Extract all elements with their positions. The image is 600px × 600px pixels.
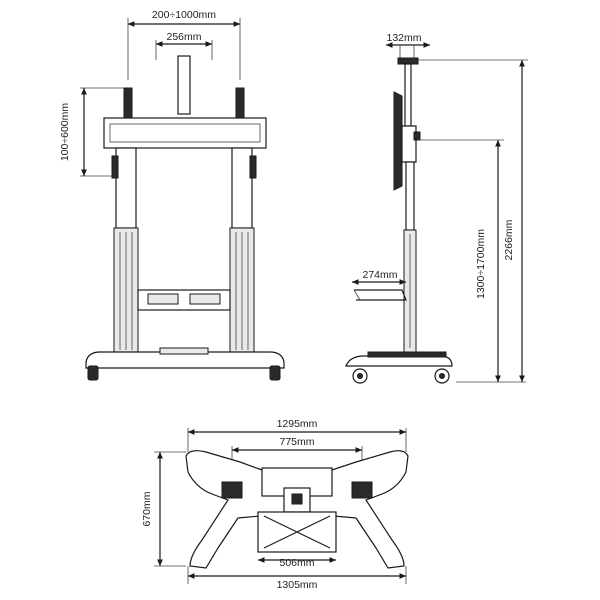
front-top-pole	[177, 55, 191, 115]
base-cross-line-2	[263, 515, 331, 549]
base-center-socket	[291, 493, 303, 505]
front-column-clamp-right	[249, 155, 257, 179]
base-bottom-width-label: 1305mm	[277, 579, 318, 591]
side-column-upper	[405, 161, 415, 231]
base-depth-label: 670mm	[141, 491, 153, 526]
side-top-cap	[397, 57, 419, 65]
front-view: 200÷1000mm 256mm 100÷600mm	[59, 9, 285, 381]
front-pole-width-label: 256mm	[166, 31, 201, 43]
side-mount-knob	[413, 131, 421, 141]
side-shelf-depth-label: 274mm	[362, 269, 397, 281]
front-column-clamp-left	[111, 155, 119, 179]
front-shelf-socket-right	[189, 293, 221, 305]
base-outer-width-label: 1295mm	[277, 418, 318, 430]
front-mount-plate	[103, 117, 267, 149]
front-base	[85, 351, 285, 369]
front-wheel-right	[269, 365, 281, 381]
side-top-pole	[404, 63, 412, 127]
side-view: 132mm 274mm 1300÷1700mm 2266mm	[345, 32, 528, 384]
front-top-width-label: 200÷1000mm	[152, 9, 216, 21]
front-mount-plate-inner	[109, 123, 261, 143]
side-mount-bracket	[393, 91, 403, 191]
side-shelf-edge	[353, 289, 361, 301]
front-column-upper-right	[231, 147, 253, 229]
side-shelf	[354, 289, 407, 301]
front-wheel-left	[87, 365, 99, 381]
base-top-view: 1295mm 775mm 670mm 506mm 1305mm	[141, 418, 409, 591]
base-clamp-left	[221, 481, 243, 499]
front-base-center	[159, 347, 209, 355]
side-total-height-label: 2266mm	[503, 219, 515, 260]
side-top-width-label: 132mm	[386, 32, 421, 44]
front-vert-adjust-label: 100÷600mm	[59, 103, 71, 162]
side-base-top	[367, 351, 447, 358]
front-shelf-socket-left	[147, 293, 179, 305]
base-center-width-label: 506mm	[279, 557, 314, 569]
base-inner-width-label: 775mm	[279, 436, 314, 448]
side-height-adjust-label: 1300÷1700mm	[475, 229, 487, 299]
base-clamp-right	[351, 481, 373, 499]
front-column-upper-left	[115, 147, 137, 229]
side-wheel-right-hub	[439, 373, 445, 379]
side-mount-head	[401, 125, 417, 163]
side-wheel-left-hub	[357, 373, 363, 379]
